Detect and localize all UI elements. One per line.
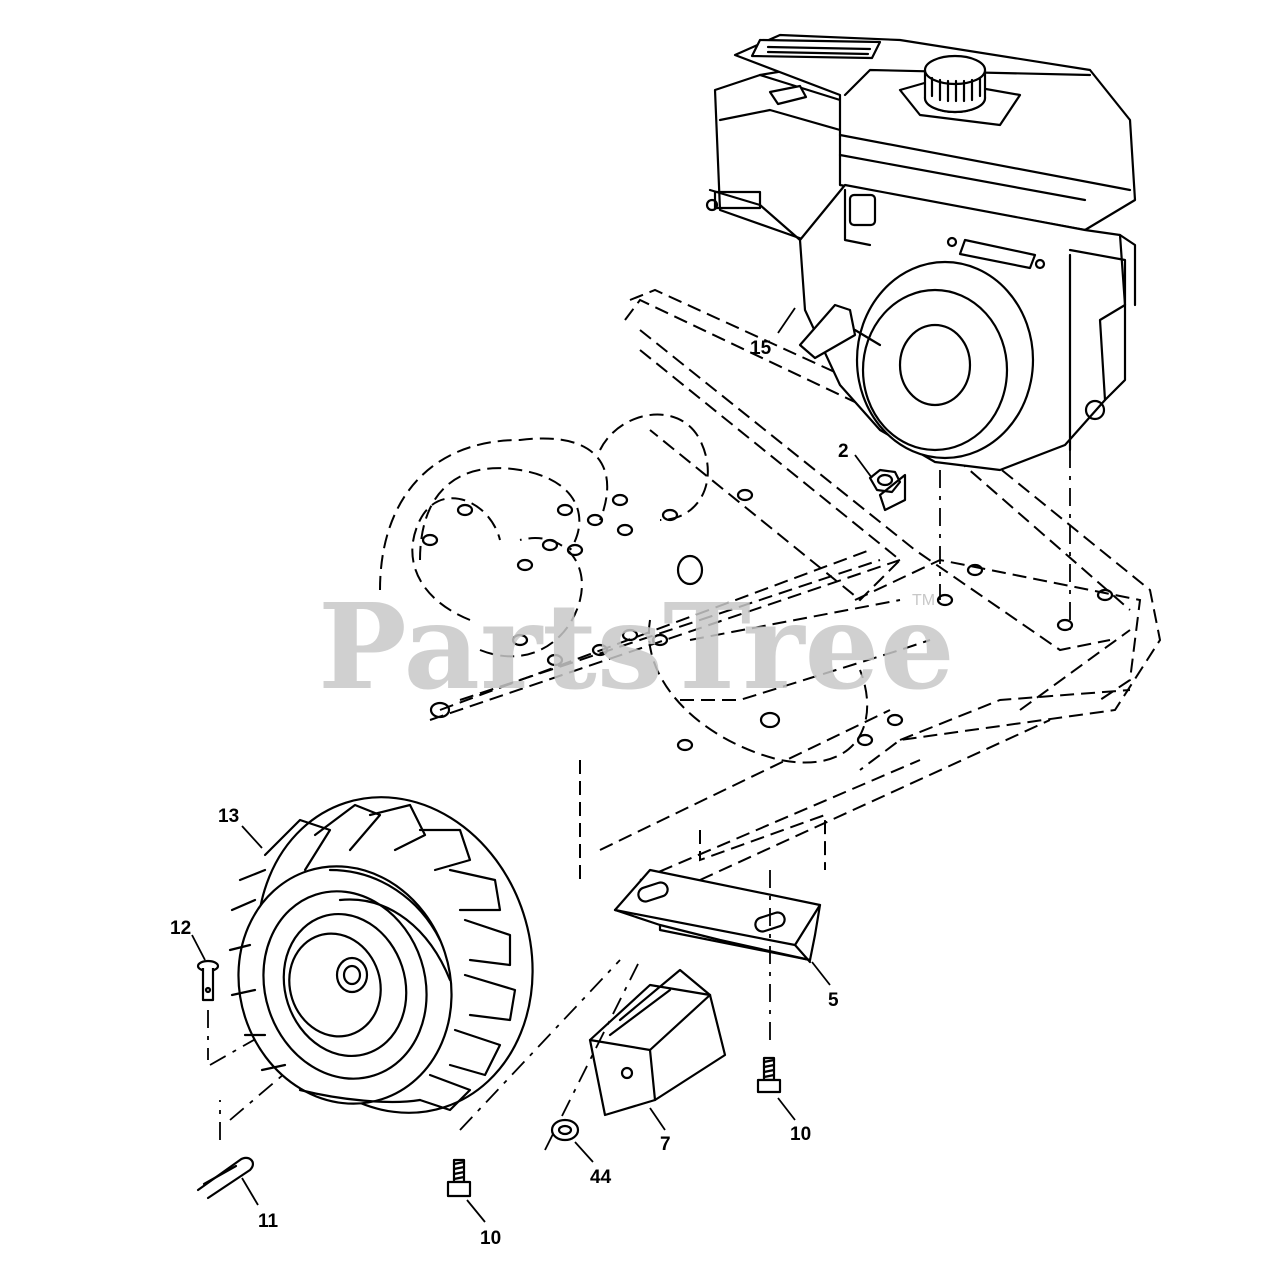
callout-lines — [191, 307, 873, 1223]
engine-bracket-part — [613, 868, 822, 964]
callout-12: 12 — [170, 918, 191, 939]
callout-7: 7 — [660, 1134, 671, 1155]
frame-bolt-rings — [421, 488, 1114, 752]
watermark-text: PartsTree — [318, 577, 955, 716]
tiller-frame-phantom — [379, 288, 1162, 881]
bolt-right-part — [756, 1056, 782, 1094]
callout-10-bottom: 10 — [480, 1228, 501, 1249]
callout-labels: 15 2 13 12 5 10 7 44 11 10 — [170, 338, 849, 1249]
callout-15: 15 — [750, 338, 772, 359]
weight-block-part — [588, 968, 727, 1117]
engine — [705, 33, 1137, 472]
callout-10-right: 10 — [790, 1124, 811, 1145]
watermark: PartsTree TM — [318, 577, 955, 716]
lock-nut-part — [550, 1118, 580, 1142]
hex-nut-part — [868, 468, 907, 512]
clevis-pin-part — [196, 959, 220, 1060]
bolt-bottom-part — [446, 1158, 472, 1198]
hairpin-clip-part — [196, 1156, 255, 1200]
wheel-tire-part — [228, 796, 534, 1114]
watermark-trademark: TM — [912, 592, 935, 609]
callout-13: 13 — [218, 806, 239, 827]
callout-2: 2 — [838, 441, 849, 462]
callout-11: 11 — [258, 1211, 279, 1232]
callout-5: 5 — [828, 990, 839, 1011]
callout-44: 44 — [590, 1167, 612, 1188]
engine-leaders — [939, 450, 1071, 630]
